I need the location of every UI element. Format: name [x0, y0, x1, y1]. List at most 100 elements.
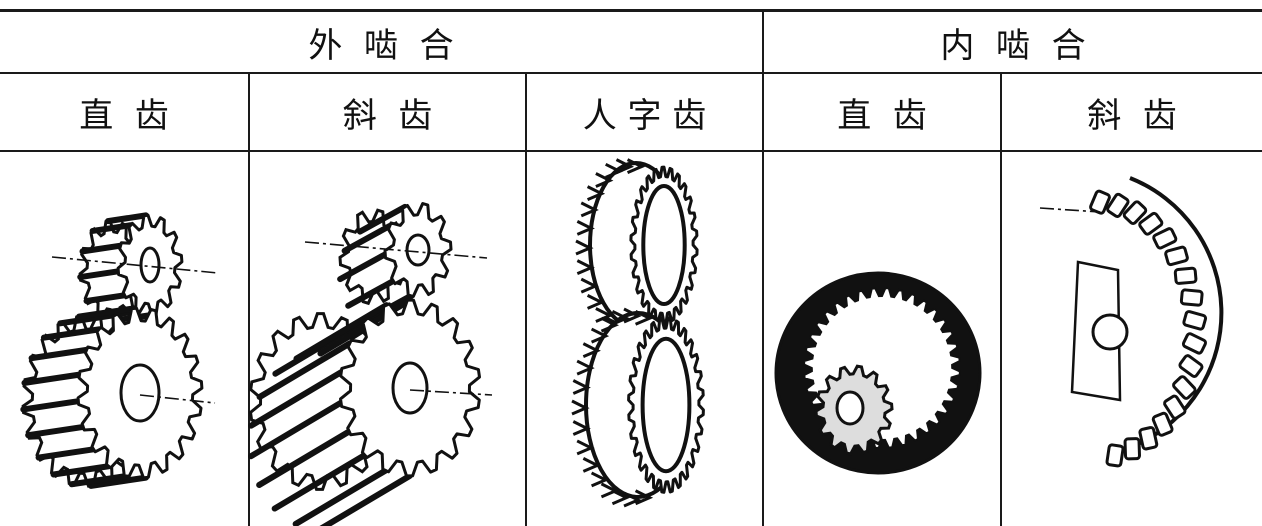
gear-tooth-edge [89, 222, 134, 234]
group-divider [762, 9, 764, 526]
internal-mesh-label: 内 啮 合 [940, 25, 1086, 66]
centerline [51, 256, 219, 274]
gear-tooth-edge [83, 292, 128, 304]
gear-tooth-edge [319, 472, 413, 526]
gear-tooth-edge [68, 472, 130, 488]
gear-tooth-edge [341, 223, 393, 254]
centerline [409, 389, 493, 396]
column-header-herringbone: 人 字 齿 [527, 74, 762, 150]
helical-tooth [1105, 443, 1125, 468]
column-divider-4 [1000, 73, 1002, 526]
gear-tooth-edge [256, 340, 353, 401]
herringbone-tooth [634, 489, 654, 506]
helical-tooth [1179, 288, 1204, 307]
helical-tooth [1152, 227, 1178, 250]
column-label: 直 齿 [79, 95, 169, 136]
gear-tooth-edge [76, 305, 138, 320]
gear-tooth-edge [292, 467, 389, 526]
herringbone-tooth [582, 342, 601, 359]
column-divider-1 [248, 73, 250, 526]
herringbone-tooth [615, 158, 635, 174]
helical-tooth [1122, 200, 1148, 226]
gear-web [641, 183, 687, 307]
herringbone-tooth [586, 294, 606, 310]
gear-tooth-edge [35, 446, 97, 461]
gear-tooth-edge [247, 399, 344, 460]
herringbone-tooth [576, 259, 595, 276]
helical-tooth [1123, 437, 1142, 461]
centerline [139, 394, 216, 404]
gear-tooth-edge [293, 302, 390, 362]
gear-tooth-edge [79, 242, 124, 255]
herringbone-tooth [575, 239, 594, 256]
gear-bore [405, 233, 431, 267]
external-mesh-header: 外 啮 合 [0, 12, 762, 72]
header-rule [0, 150, 1262, 152]
column-header-external-helical: 斜 齿 [250, 74, 525, 150]
herringbone-tooth [600, 482, 620, 499]
herringbone-tooth [600, 316, 620, 333]
gear-bore [139, 246, 161, 284]
herringbone-tooth [590, 471, 610, 488]
herringbone-tooth [634, 309, 654, 326]
external-spur-gears [20, 212, 219, 489]
column-header-external-spur: 直 齿 [0, 74, 248, 150]
gear-tooth-edge [337, 251, 389, 283]
herringbone-tooth [623, 491, 642, 508]
top-rule [0, 9, 1262, 12]
herringbone-tooth [580, 277, 599, 294]
internal-spur-gears [774, 271, 982, 475]
internal-mesh-header: 内 啮 合 [764, 12, 1262, 72]
column-label: 斜 齿 [342, 95, 433, 136]
centerline [1039, 207, 1101, 213]
gear-tooth-edge [20, 398, 82, 413]
gear-bore [391, 361, 429, 415]
herringbone-tooth [611, 489, 630, 506]
herringbone-tooth [572, 420, 591, 436]
gear-bore [119, 363, 161, 423]
gear-tooth-edge [21, 371, 83, 386]
gear-tooth-edge [356, 203, 408, 235]
pinion-bore [835, 390, 865, 426]
helical-tooth [1138, 426, 1159, 451]
column-header-internal-helical: 斜 齿 [1002, 74, 1262, 150]
helical-tooth [1164, 245, 1189, 267]
gear-web [640, 336, 692, 474]
herringbone-tooth [580, 201, 599, 218]
helical-tooth [1182, 310, 1208, 331]
gear-tooth-edge [256, 428, 353, 489]
herringbone-tooth [576, 439, 595, 456]
gear-tooth-edge [40, 326, 102, 341]
internal-helical-gears [1039, 176, 1224, 468]
helical-tooth [1178, 354, 1204, 378]
column-label: 人 字 齿 [582, 95, 707, 136]
herringbone-tooth [576, 359, 595, 376]
helical-tooth [1163, 394, 1187, 420]
herringbone-tooth [611, 309, 630, 326]
helical-tooth [1106, 192, 1130, 218]
helical-tooth [1173, 266, 1198, 285]
column-header-internal-spur: 直 齿 [764, 74, 1000, 150]
gear-tooth-edge [271, 452, 368, 512]
helical-tooth [1172, 375, 1197, 400]
gear-tooth-edge [57, 312, 119, 327]
herringbone-tooth [590, 327, 610, 344]
external-helical-gears [247, 202, 493, 526]
helical-tooth [1181, 332, 1207, 355]
helical-tooth [1151, 411, 1174, 437]
gear-tooth-edge [248, 369, 345, 429]
column-label: 斜 齿 [1087, 95, 1177, 136]
external-mesh-label: 外 啮 合 [308, 25, 454, 66]
herringbone-tooth [576, 220, 595, 236]
gear-tooth-edge [50, 463, 112, 478]
group-rule [0, 72, 1262, 74]
herringbone-tooth [595, 172, 614, 188]
herringbone-tooth [582, 457, 601, 473]
helical-tooth [1138, 211, 1164, 236]
gear-tooth-edge [25, 423, 87, 439]
gear-tooth-edge [28, 346, 90, 362]
gear-tooth-edge [87, 474, 149, 489]
centerline [304, 241, 488, 259]
column-divider-2 [525, 73, 527, 526]
